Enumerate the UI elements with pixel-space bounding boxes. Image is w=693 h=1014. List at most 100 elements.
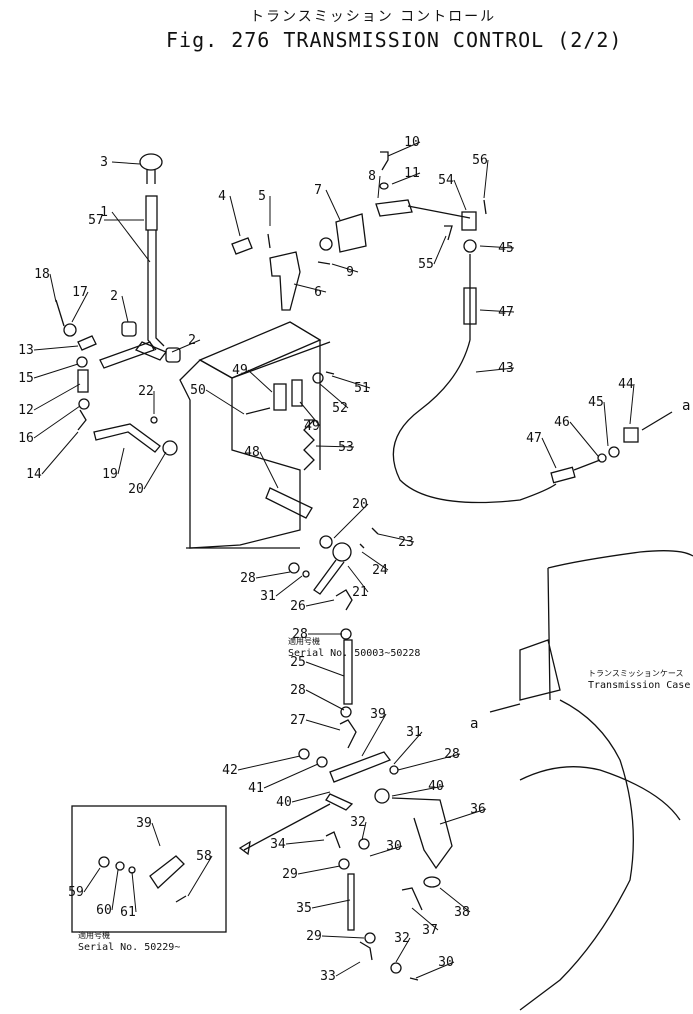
leader-line-32 xyxy=(395,937,411,963)
part-number-34: 34 xyxy=(270,837,286,852)
part-number-37: 37 xyxy=(422,923,438,938)
rod-end-34 xyxy=(325,831,341,849)
threaded-shaft xyxy=(243,803,331,851)
part-number-44: 44 xyxy=(618,377,634,392)
leader-line-13 xyxy=(33,345,79,351)
transmission-case-label: トランスミッションケース Transmission Case xyxy=(588,668,690,692)
transmission-case xyxy=(519,550,693,1011)
part-number-61: 61 xyxy=(120,905,136,920)
part-number-58: 58 xyxy=(196,849,212,864)
nut-17 xyxy=(63,323,77,337)
part-number-11: 11 xyxy=(404,166,420,181)
part-number-28: 28 xyxy=(290,683,306,698)
part-number-48: 48 xyxy=(244,445,260,460)
washer-38 xyxy=(423,876,441,888)
leader-line-29 xyxy=(297,865,341,875)
part-number-19: 19 xyxy=(102,467,118,482)
leader-line-7 xyxy=(325,189,341,221)
leader-line-15 xyxy=(33,363,79,379)
part-number-25: 25 xyxy=(290,655,306,670)
washer-11 xyxy=(379,182,389,190)
leader-line-46 xyxy=(569,421,599,457)
leader-line-29 xyxy=(321,935,365,939)
leader-line-54 xyxy=(453,179,467,211)
part-number-8: 8 xyxy=(368,169,376,184)
part-number-40: 40 xyxy=(276,795,292,810)
leader-line-25 xyxy=(305,661,345,677)
nut-29b xyxy=(364,932,376,944)
part-number-9: 9 xyxy=(346,265,354,280)
part-number-45: 45 xyxy=(588,395,604,410)
leader-line-53 xyxy=(315,445,355,448)
shift-lever xyxy=(134,153,168,361)
lever-8 xyxy=(375,199,413,217)
inset-bolt-58 xyxy=(175,895,187,903)
leader-line-17 xyxy=(71,291,89,323)
part-number-36: 36 xyxy=(470,802,486,817)
bushing-7a xyxy=(319,237,333,251)
leader-line-30 xyxy=(415,961,455,979)
pin-51 xyxy=(325,371,335,375)
part-number-59: 59 xyxy=(68,885,84,900)
leader-line-44 xyxy=(629,383,635,425)
inset-lever-39 xyxy=(149,855,185,889)
part-number-47: 47 xyxy=(498,305,514,320)
part-number-21: 21 xyxy=(352,585,368,600)
leader-line-31 xyxy=(275,575,303,597)
nut-28a xyxy=(288,562,300,574)
serial-note-upper-text: Serial No. 50003~50228 xyxy=(288,648,421,659)
lever-48 xyxy=(265,487,313,519)
nut-45a xyxy=(463,239,477,253)
part-number-3: 3 xyxy=(100,155,108,170)
part-number-22: 22 xyxy=(138,384,154,399)
leader-line-3 xyxy=(111,161,141,165)
part-number-20: 20 xyxy=(352,497,368,512)
part-number-12: 12 xyxy=(18,403,34,418)
part-number-6: 6 xyxy=(314,285,322,300)
part-number-38: 38 xyxy=(454,905,470,920)
leader-line-2 xyxy=(121,295,129,323)
arrow-a-top xyxy=(641,411,673,431)
part-number-29: 29 xyxy=(306,929,322,944)
serial-note-lower: 適用号機 Serial No. 50229~ xyxy=(78,930,180,954)
leader-line-31 xyxy=(393,731,423,765)
part-number-56: 56 xyxy=(472,153,488,168)
pin-24 xyxy=(359,543,365,549)
part-number-17: 17 xyxy=(72,285,88,300)
part-number-52: 52 xyxy=(332,401,348,416)
part-number-55: 55 xyxy=(418,257,434,272)
leader-line-50 xyxy=(205,389,245,415)
rod-end-14 xyxy=(77,409,87,431)
pin-4 xyxy=(231,237,253,255)
leader-line-14 xyxy=(41,431,79,475)
shaft-40 xyxy=(325,793,354,811)
leader-line-16 xyxy=(33,405,81,439)
part-number-27: 27 xyxy=(290,713,306,728)
part-number-31: 31 xyxy=(406,725,422,740)
leader-line-12 xyxy=(33,383,81,411)
leader-line-20 xyxy=(143,451,167,490)
rod-end-27 xyxy=(339,719,357,749)
link-line xyxy=(407,205,471,219)
rod-35 xyxy=(347,873,355,931)
cable-43 xyxy=(392,339,557,504)
part-number-1: 1 xyxy=(100,205,108,220)
rod-end-26 xyxy=(335,589,353,611)
serial-note-lower-text: Serial No. 50229~ xyxy=(78,942,181,953)
part-number-32: 32 xyxy=(350,815,366,830)
bushing-2-upper xyxy=(121,321,137,337)
leader-line-38 xyxy=(439,887,471,913)
part-number-41: 41 xyxy=(248,781,264,796)
cable-end-47b xyxy=(550,466,576,484)
figure-title: Fig. 276 TRANSMISSION CONTROL (2/2) xyxy=(166,28,623,52)
leader-line-27 xyxy=(305,719,341,731)
part-number-45: 45 xyxy=(498,241,514,256)
bolt-37 xyxy=(401,887,423,911)
rod-end-33 xyxy=(359,941,373,961)
leader-line-47 xyxy=(541,437,557,469)
bolt-23 xyxy=(371,527,379,535)
part-number-14: 14 xyxy=(26,467,42,482)
part-number-42: 42 xyxy=(222,763,238,778)
leader-line-45 xyxy=(479,245,515,249)
